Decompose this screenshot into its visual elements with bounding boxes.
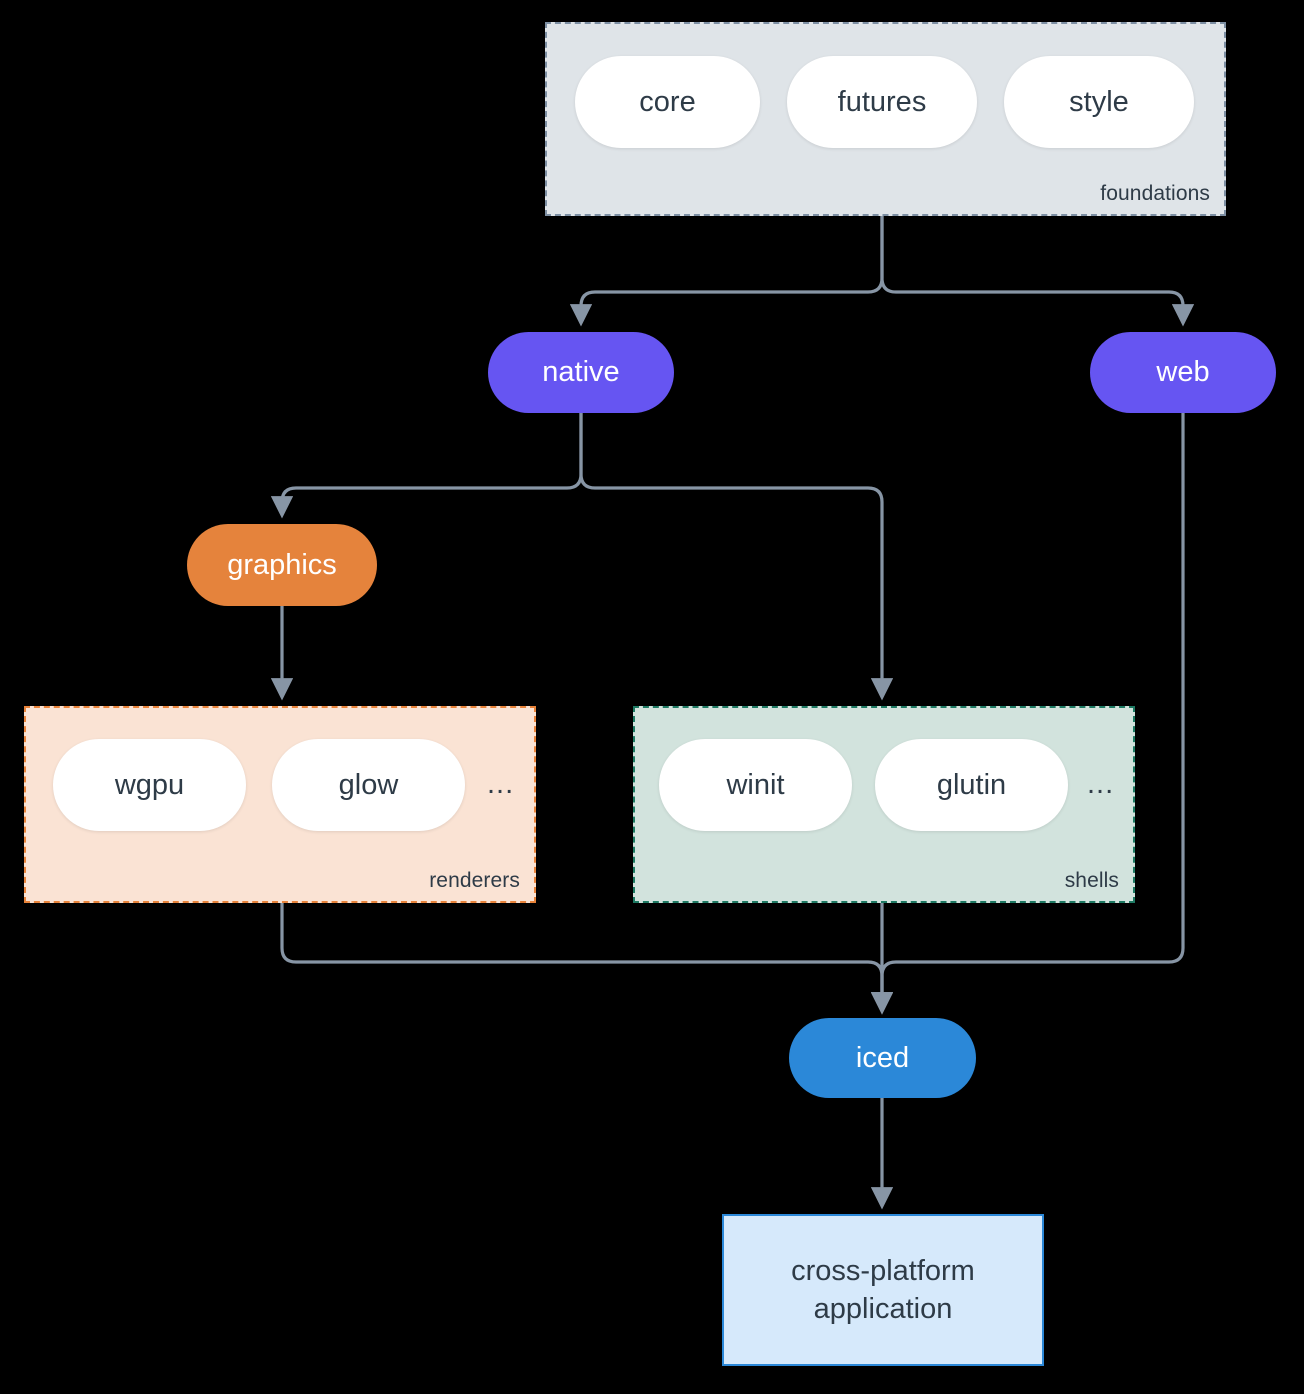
chip-futures-label: futures	[837, 85, 927, 118]
chip-glutin-label: glutin	[936, 768, 1007, 801]
edge-foundations-native	[569, 214, 884, 327]
node-web[interactable]: web	[1090, 332, 1276, 413]
application-line-1: cross-platform	[791, 1254, 975, 1287]
node-iced-label: iced	[855, 1041, 910, 1074]
edge-renderers-iced	[280, 901, 894, 1015]
chip-glow-label: glow	[338, 768, 399, 801]
group-shells: winit glutin ... shells	[633, 706, 1135, 903]
group-renderers: wgpu glow ... renderers	[24, 706, 536, 903]
chip-wgpu-label: wgpu	[114, 768, 185, 801]
edge-native-shells	[579, 411, 894, 701]
node-iced[interactable]: iced	[789, 1018, 976, 1098]
node-native-label: native	[542, 356, 620, 388]
group-renderers-label: renderers	[429, 869, 520, 892]
node-graphics-label: graphics	[227, 548, 337, 581]
chip-core-label: core	[639, 85, 696, 118]
node-cross-platform-application[interactable]: cross-platform application	[722, 1214, 1044, 1366]
node-graphics[interactable]: graphics	[187, 524, 377, 606]
group-foundations: core futures style foundations	[545, 22, 1226, 216]
node-native[interactable]: native	[488, 332, 674, 413]
edge-foundations-web	[880, 214, 1195, 327]
node-web-label: web	[1156, 356, 1210, 388]
chip-glow[interactable]: glow	[272, 739, 465, 831]
chip-winit[interactable]: winit	[659, 739, 852, 831]
chip-winit-label: winit	[726, 768, 785, 801]
chip-core[interactable]: core	[575, 56, 760, 148]
renderers-ellipsis: ...	[487, 768, 515, 800]
chip-futures[interactable]: futures	[787, 56, 977, 148]
shells-ellipsis: ...	[1087, 768, 1115, 800]
group-foundations-label: foundations	[1100, 182, 1210, 205]
chip-glutin[interactable]: glutin	[875, 739, 1068, 831]
chip-style[interactable]: style	[1004, 56, 1194, 148]
chip-wgpu[interactable]: wgpu	[53, 739, 246, 831]
application-line-2: application	[813, 1293, 953, 1325]
edge-native-graphics	[270, 411, 583, 519]
chip-style-label: style	[1069, 85, 1129, 118]
group-shells-label: shells	[1064, 869, 1119, 892]
